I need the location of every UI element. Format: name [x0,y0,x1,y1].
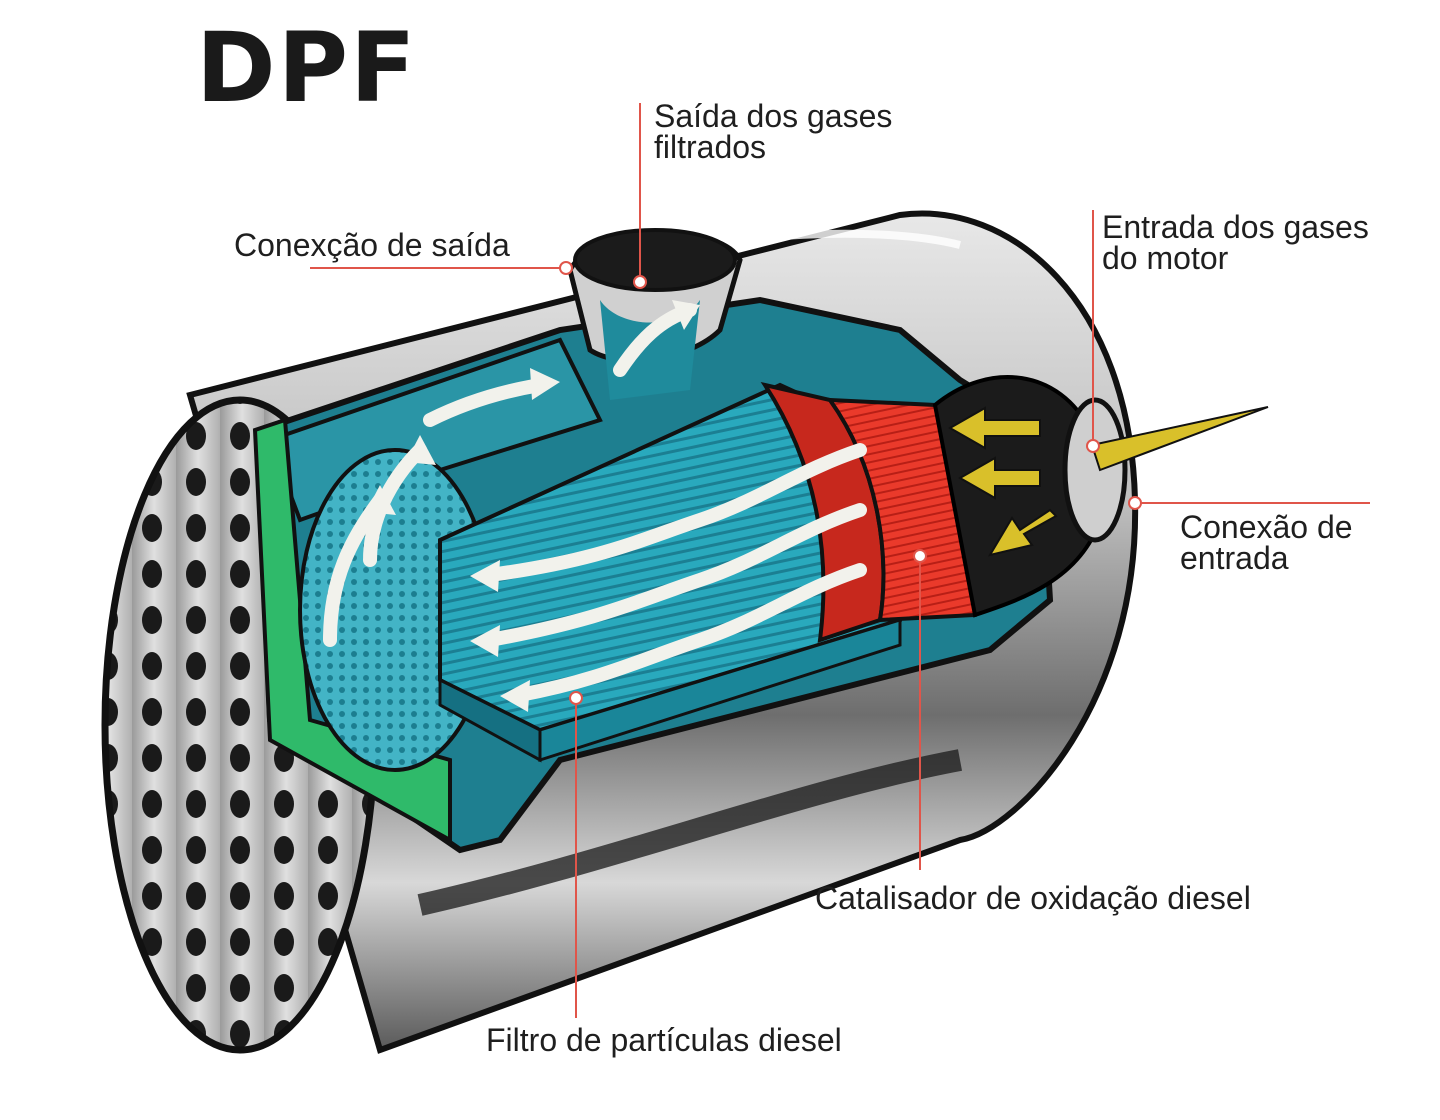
label-outlet-connection: Conexção de saída [234,227,510,263]
diagram-title: DPF [196,12,418,124]
label-oxidation-catalyst: Catalisador de oxidação diesel [815,880,1251,916]
label-outlet-gases-line1: Saída dos gases [654,98,893,134]
flow-arrowheads [366,300,700,712]
leader-markers [559,261,1142,705]
label-outlet-gases-line2: filtrados [654,129,767,165]
leader-lines [310,103,1370,1018]
outlet-pipe [567,228,743,400]
label-inlet-gases: Entrada dos gases do motor [1102,209,1369,276]
label-inlet-gases-line1: Entrada dos gases [1102,209,1369,245]
label-inlet-connection: Conexão de entrada [1180,509,1353,576]
label-inlet-gases-line2: do motor [1102,240,1229,276]
particulate-filter [438,382,902,763]
label-inlet-connection-line2: entrada [1180,540,1289,576]
label-particulate-filter: Filtro de partículas diesel [486,1022,842,1058]
inlet-arrows [947,406,1269,557]
label-inlet-connection-line1: Conexão de [1180,509,1353,545]
label-outlet-gases: Saída dos gases filtrados [654,98,893,165]
